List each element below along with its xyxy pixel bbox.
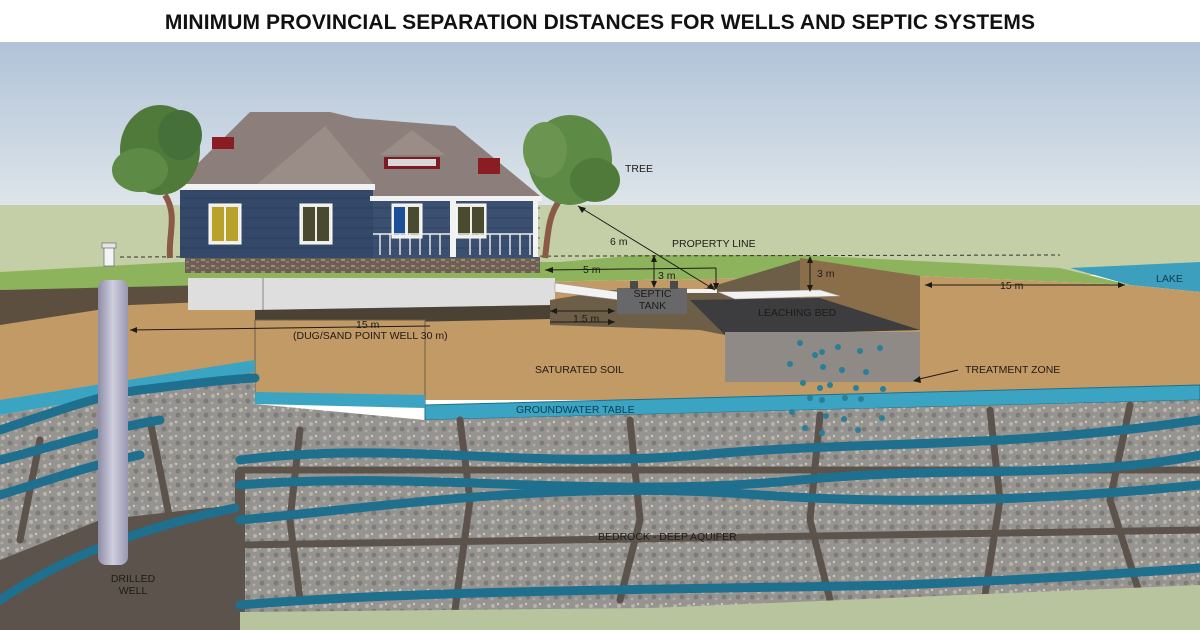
distance-dug-well-note: (DUG/SAND POINT WELL 30 m): [293, 330, 448, 342]
label-saturated-soil: SATURATED SOIL: [535, 364, 624, 376]
borehole: [0, 505, 235, 630]
aquifer-bands: [0, 373, 1200, 610]
drilled-well-casing: [98, 280, 128, 565]
label-septic-tank: SEPTIC TANK: [630, 288, 675, 312]
leaching-pipes: [717, 289, 841, 300]
label-treatment-zone: TREATMENT ZONE: [965, 364, 1061, 376]
distance-well-15m: 15 m: [356, 319, 380, 331]
label-septic-tank-line1: SEPTIC: [633, 288, 672, 300]
well-cap: [103, 245, 115, 267]
groundwater-table: [424, 384, 1200, 421]
label-lake: LAKE: [1156, 273, 1183, 285]
distance-lake-15m: 15 m: [1000, 280, 1024, 292]
distance-septic-1-5m: 1.5 m: [573, 313, 600, 325]
distance-septic-3m: 3 m: [658, 270, 676, 282]
leaching-bed-gravel: [690, 298, 920, 335]
distance-leaching-3m: 3 m: [817, 268, 835, 280]
tree-right: [523, 115, 620, 259]
label-leaching-bed: LEACHING BED: [758, 307, 837, 319]
label-drilled-well: DRILLED WELL: [108, 573, 158, 597]
treatment-zone: [725, 332, 920, 382]
label-groundwater-table: GROUNDWATER TABLE: [516, 404, 635, 416]
house-foundation: [188, 278, 555, 310]
label-bedrock: BEDROCK - DEEP AQUIFER: [598, 531, 737, 543]
label-septic-tank-line2: TANK: [638, 300, 667, 312]
label-property-line: PROPERTY LINE: [672, 238, 756, 250]
diagram-title: MINIMUM PROVINCIAL SEPARATION DISTANCES …: [0, 0, 1200, 42]
bottom-ground: [240, 585, 1200, 630]
dimension-lines: [129, 205, 1125, 381]
house-stone-base: [185, 257, 540, 273]
distance-house-5m: 5 m: [583, 264, 601, 276]
effluent-droplets: [787, 340, 886, 436]
label-drilled-well-line1: DRILLED: [110, 573, 156, 585]
tree-left: [112, 105, 202, 259]
label-drilled-well-line2: WELL: [118, 585, 148, 597]
label-tree: TREE: [625, 163, 654, 175]
septic-tank: [617, 288, 687, 314]
distance-tree-6m: 6 m: [610, 236, 628, 248]
lake: [1070, 262, 1200, 292]
cross-section-scene: [0, 40, 1200, 630]
